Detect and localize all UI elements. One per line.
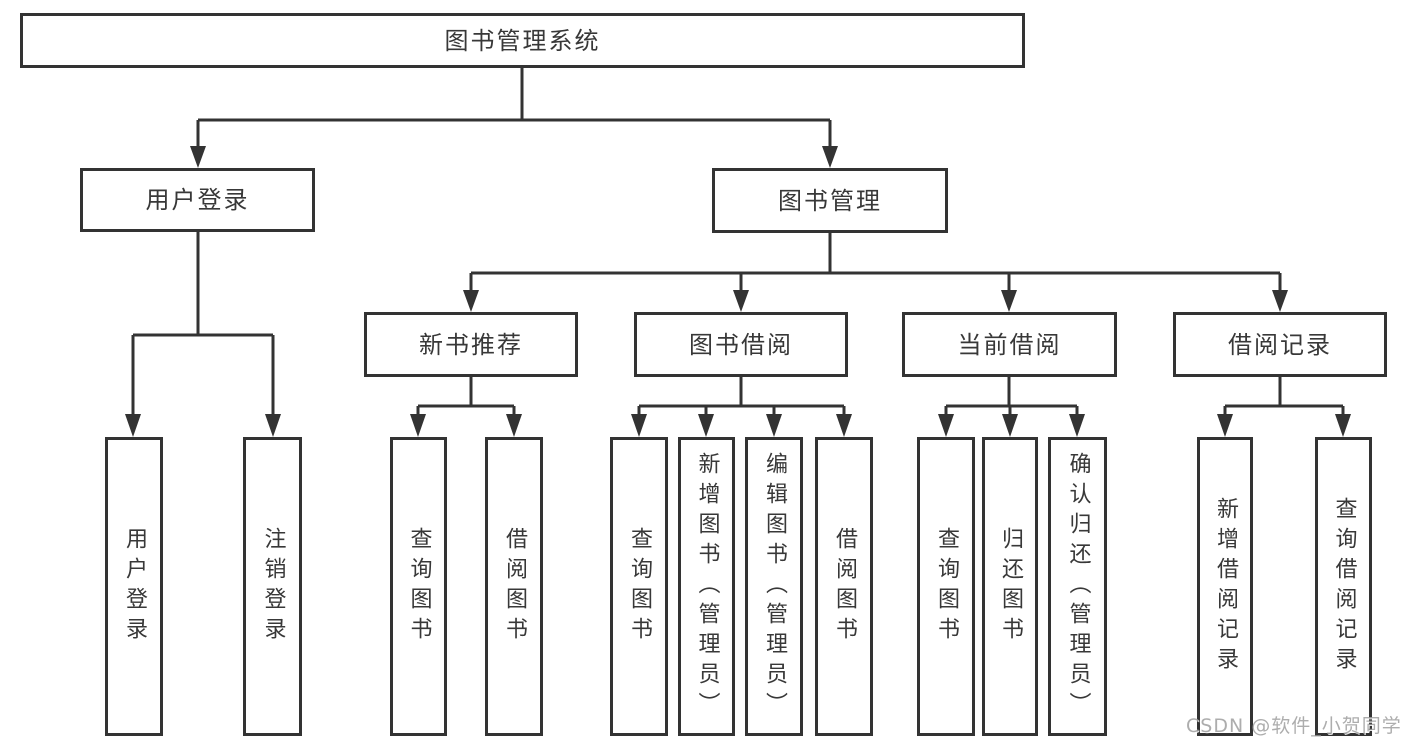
leaf-node: 新增图书（管理员） (678, 437, 735, 736)
node-borrow-record: 借阅记录 (1173, 312, 1387, 377)
node-label: 图书管理系统 (444, 26, 601, 55)
node-label: 新书推荐 (419, 330, 523, 359)
leaf-node: 查询图书 (610, 437, 668, 736)
leaf-label: 编辑图书（管理员） (762, 451, 787, 722)
node-label: 图书管理 (778, 186, 882, 215)
node-library-system: 图书管理系统 (20, 13, 1025, 68)
leaf-node: 确认归还（管理员） (1048, 437, 1107, 736)
node-book-management: 图书管理 (712, 168, 948, 233)
leaf-node: 查询借阅记录 (1315, 437, 1372, 736)
node-label: 当前借阅 (957, 330, 1062, 359)
leaf-label: 用户登录 (122, 526, 147, 647)
leaf-label: 注销登录 (260, 526, 286, 647)
leaf-label: 查询图书 (934, 526, 959, 647)
leaf-label: 查询图书 (627, 526, 652, 647)
node-new-book-recommend: 新书推荐 (364, 312, 578, 377)
leaf-label: 借阅图书 (832, 526, 857, 647)
leaf-label: 查询借阅记录 (1331, 496, 1357, 677)
leaf-node: 查询图书 (917, 437, 975, 736)
leaf-node: 新增借阅记录 (1197, 437, 1253, 736)
leaf-label: 新增图书（管理员） (694, 451, 720, 722)
leaf-node: 归还图书 (982, 437, 1038, 736)
leaf-label: 确认归还（管理员） (1065, 451, 1091, 722)
leaf-node: 用户登录 (105, 437, 163, 736)
node-current-borrow: 当前借阅 (902, 312, 1117, 377)
node-label: 用户登录 (145, 186, 250, 214)
leaf-node: 借阅图书 (485, 437, 543, 736)
leaf-node: 借阅图书 (815, 437, 873, 736)
node-label: 图书借阅 (689, 330, 793, 359)
leaf-label: 新增借阅记录 (1213, 496, 1238, 677)
leaf-label: 查询图书 (406, 526, 432, 647)
node-book-borrow: 图书借阅 (634, 312, 848, 377)
leaf-node: 查询图书 (390, 437, 447, 736)
node-user-login: 用户登录 (80, 168, 315, 232)
leaf-label: 借阅图书 (502, 526, 527, 647)
leaf-label: 归还图书 (998, 526, 1023, 647)
csdn-watermark: CSDN @软件_小贺同学 (1186, 715, 1402, 737)
leaf-node: 注销登录 (243, 437, 302, 736)
node-label: 借阅记录 (1228, 330, 1332, 359)
leaf-node: 编辑图书（管理员） (745, 437, 803, 736)
